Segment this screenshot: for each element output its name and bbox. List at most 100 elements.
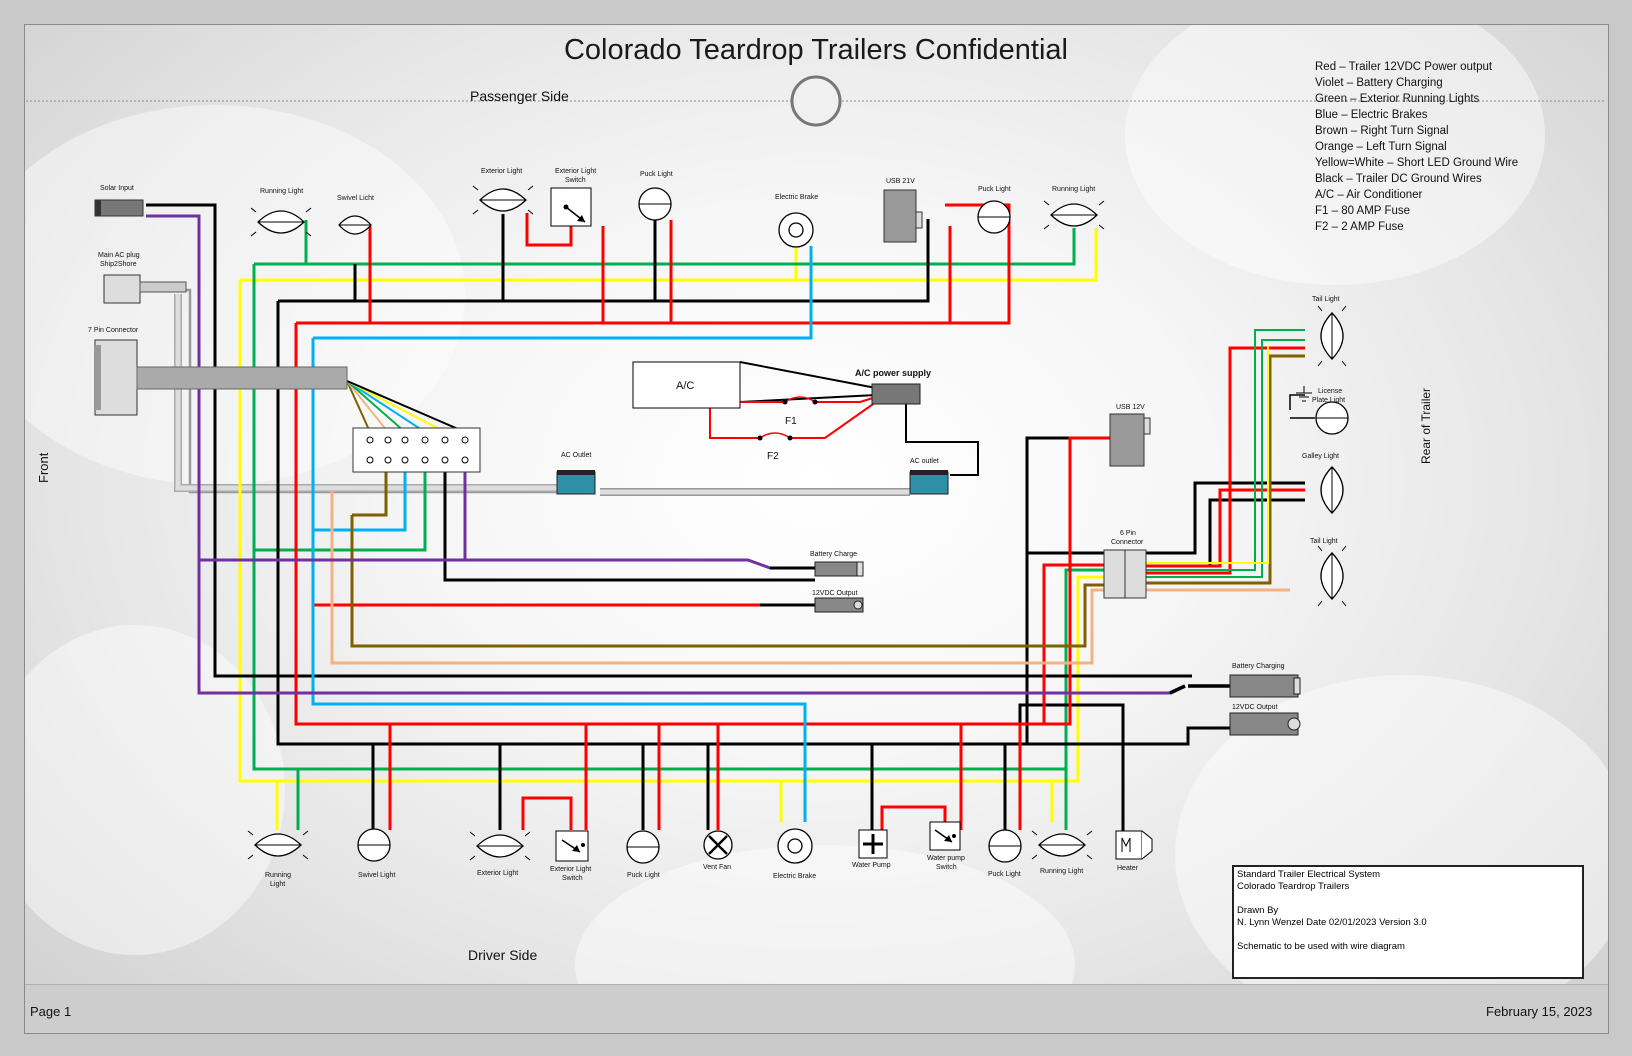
- puck-light-top-right: [977, 200, 1011, 234]
- label-exterior-light-bottom: Exterior Light: [477, 870, 518, 877]
- label-running-bottom-1: Running: [265, 872, 291, 879]
- legend-item: A/C – Air Conditioner: [1315, 189, 1423, 201]
- title-block-line: Colorado Teardrop Trailers: [1237, 881, 1350, 892]
- f1-wire: [740, 396, 877, 403]
- driver-side-label: Driver Side: [468, 947, 538, 963]
- label-puck-light-bottom-right: Puck Light: [988, 871, 1021, 878]
- puck-light-bottom-left: [626, 830, 660, 864]
- title-block-line: N. Lynn Wenzel Date 02/01/2023 Version 3…: [1237, 917, 1427, 928]
- footer-date: February 15, 2023: [1486, 1004, 1593, 1019]
- f2-fuse-symbol: [759, 432, 791, 439]
- ac-outlet-wire: [905, 402, 979, 476]
- license-ground-wire: [1289, 394, 1315, 419]
- footer-page-number: Page 1: [30, 1004, 72, 1019]
- label-water-pump-switch-1: Water pump: [927, 855, 965, 862]
- label-puck-light-top-right: Puck Light: [978, 186, 1011, 193]
- label-12vdc-output-center: 12VDC Output: [812, 590, 858, 597]
- title-block-line: [1237, 929, 1579, 941]
- legend-item: F1 – 80 AMP Fuse: [1315, 205, 1411, 217]
- green-wire: [252, 220, 1106, 830]
- orange-wire: [330, 490, 1290, 665]
- title-block-line: Standard Trailer Electrical System: [1237, 869, 1381, 880]
- water-pump: [858, 829, 888, 859]
- six-pin-connector: [1103, 549, 1147, 599]
- label-galley-light: Galley Light: [1302, 453, 1339, 460]
- puck-light-bottom-right: [988, 829, 1022, 863]
- label-running-light-top-left: Running Light: [260, 188, 303, 195]
- blue-wire: [311, 246, 813, 822]
- exterior-light-switch-bottom: [555, 830, 589, 862]
- tail-light-top: [1317, 305, 1347, 367]
- ac-power-supply: [871, 383, 921, 405]
- front-label: Front: [36, 452, 51, 483]
- vent-fan: [703, 830, 733, 860]
- seven-pin-connector: [94, 339, 348, 416]
- output-12vdc-rear: [1229, 712, 1301, 736]
- label-ac: A/C: [676, 380, 694, 392]
- label-swivel-light-bottom: Swivel Light: [358, 872, 395, 879]
- legend-item: Green – Exterior Running Lights: [1315, 93, 1480, 105]
- label-12vdc-output-rear: 12VDC Output: [1232, 704, 1278, 711]
- usb-21v-top: [883, 189, 923, 243]
- label-ac-outlet-left: AC Outlet: [561, 452, 591, 459]
- f1-fuse-symbol: [784, 396, 816, 403]
- label-running-bottom-2: Light: [270, 881, 285, 888]
- rear-charging-wire: [1169, 684, 1234, 695]
- label-water-pump: Water Pump: [852, 862, 891, 869]
- heater: [1115, 830, 1153, 860]
- ac-outlet-right: [909, 470, 949, 495]
- label-seven-pin: 7 Pin Connector: [88, 327, 139, 334]
- label-exterior-switch-bottom-1: Exterior Light: [550, 866, 591, 873]
- output-12vdc-center: [814, 597, 864, 613]
- running-light-bottom-right: [1031, 830, 1093, 860]
- violet-wire: [146, 214, 1186, 695]
- water-switch-red-loop: [880, 805, 947, 830]
- ac-outlet-left: [556, 470, 596, 495]
- label-license-1: License: [1318, 388, 1342, 395]
- legend-item: Red – Trailer 12VDC Power output: [1315, 61, 1493, 73]
- label-six-pin-2: Connector: [1111, 539, 1144, 546]
- swivel-light-top: [338, 215, 372, 235]
- ac-unit: [632, 361, 741, 409]
- legend-item: Brown – Right Turn Signal: [1315, 125, 1449, 137]
- exterior-light-top: [472, 185, 534, 215]
- label-exterior-switch-top-1: Exterior Light: [555, 168, 596, 175]
- running-light-top-right: [1043, 200, 1105, 230]
- terminal-block: [352, 427, 481, 473]
- label-ac-power-supply: A/C power supply: [855, 368, 931, 378]
- label-running-light-bottom-right: Running Light: [1040, 868, 1083, 875]
- title-block-line: [1237, 893, 1579, 905]
- label-f1: F1: [785, 416, 797, 427]
- label-vent-fan: Vent Fan: [703, 864, 731, 871]
- electric-brake-bottom: [777, 828, 813, 864]
- label-exterior-switch-bottom-2: Switch: [562, 875, 583, 882]
- label-water-pump-switch-2: Switch: [936, 864, 957, 871]
- label-heater: Heater: [1117, 865, 1139, 872]
- label-main-ac-plug-2: Ship2Shore: [100, 261, 137, 268]
- rear-yellow-wire: [1145, 345, 1269, 564]
- usb-12v: [1109, 413, 1151, 467]
- label-main-ac-plug-1: Main AC plug: [98, 252, 140, 259]
- label-electric-brake-bottom: Electric Brake: [773, 873, 816, 880]
- tail-light-bottom: [1317, 545, 1347, 607]
- puck-light-top-left: [638, 187, 672, 221]
- main-ac-plug: [103, 274, 187, 304]
- center-output-wires: [760, 566, 815, 607]
- exterior-light-switch-top: [550, 187, 592, 227]
- ac-main-cable-inner: [175, 294, 560, 491]
- label-usb-21v: USB 21V: [886, 178, 915, 185]
- center-ring: [790, 75, 842, 127]
- label-ac-outlet-right: AC outlet: [910, 458, 939, 465]
- battery-charge-center: [814, 561, 864, 577]
- exterior-light-bottom: [469, 831, 531, 861]
- label-exterior-light-top: Exterior Light: [481, 168, 522, 175]
- title-block: Standard Trailer Electrical System Color…: [1232, 865, 1584, 979]
- label-exterior-switch-top-2: Switch: [565, 177, 586, 184]
- legend-item: Yellow=White – Short LED Ground Wire: [1315, 157, 1519, 169]
- legend-item: F2 – 2 AMP Fuse: [1315, 221, 1404, 233]
- solar-input-connector: [94, 199, 144, 217]
- label-six-pin-1: 6 Pin: [1120, 530, 1136, 537]
- ground-symbol: [1296, 386, 1312, 402]
- rear-label: Rear of Trailer: [1419, 387, 1433, 464]
- legend-item: Black – Trailer DC Ground Wires: [1315, 173, 1482, 185]
